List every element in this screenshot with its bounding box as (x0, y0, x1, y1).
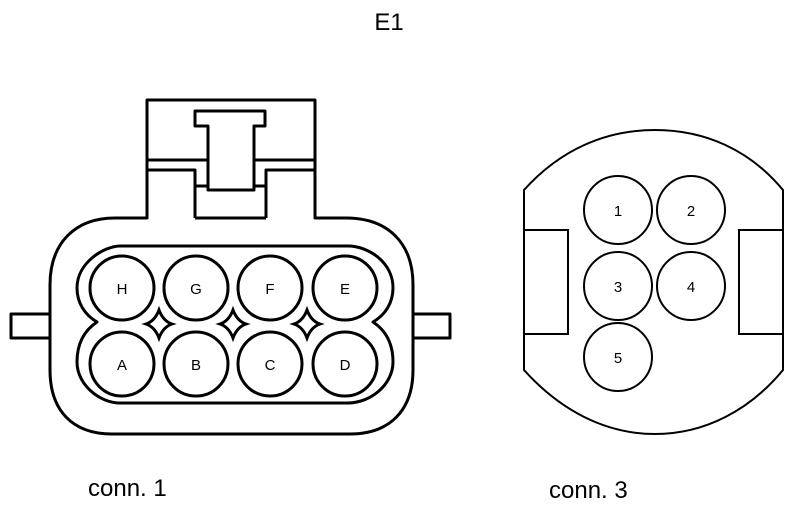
pin-label-1: 1 (614, 203, 622, 220)
pin-c (236, 330, 304, 398)
pin-g (162, 254, 230, 322)
pin-d (311, 330, 379, 398)
latch (193, 109, 267, 192)
connector-3-side-slot-right (738, 229, 784, 335)
pin-label-c: C (265, 357, 276, 374)
pin-label-e: E (340, 281, 350, 298)
connector-1-pin-labels: H G F E A B C D (117, 281, 351, 374)
connector-3 (523, 128, 784, 436)
pin-label-3: 3 (614, 279, 622, 296)
pin-label-d: D (340, 357, 351, 374)
pin-label-a: A (117, 357, 127, 374)
connector-1-pins (88, 254, 379, 398)
pin-f (236, 254, 304, 322)
pin-label-g: G (190, 281, 202, 298)
connector-3-side-slot-left (523, 229, 569, 335)
diagram-title: E1 (374, 9, 403, 36)
pin-3 (583, 251, 653, 321)
pin-label-f: F (265, 281, 274, 298)
pin-2 (656, 175, 726, 245)
left-tab (9, 312, 54, 340)
pin-label-4: 4 (687, 279, 695, 296)
pin-5 (583, 322, 653, 392)
pin-label-b: B (191, 357, 201, 374)
right-tab (408, 312, 452, 340)
pin-e (311, 254, 379, 322)
pin-a (88, 330, 156, 398)
connector-3-pin-labels: 1 2 3 4 5 (614, 203, 695, 367)
key-diamond-3 (289, 305, 325, 343)
key-diamond-1 (141, 305, 177, 343)
pin-4 (656, 251, 726, 321)
connector-1-label: conn. 1 (88, 475, 167, 502)
key-diamond-2 (215, 305, 251, 343)
pin-label-5: 5 (614, 350, 622, 367)
connector-1 (9, 98, 452, 436)
pin-1 (583, 175, 653, 245)
pin-b (162, 330, 230, 398)
connector-3-label: conn. 3 (549, 477, 628, 504)
pin-label-2: 2 (687, 203, 695, 220)
pin-label-h: H (117, 281, 128, 298)
latch-arms (193, 170, 268, 220)
pin-h (88, 254, 156, 322)
connector-3-housing (523, 128, 784, 436)
